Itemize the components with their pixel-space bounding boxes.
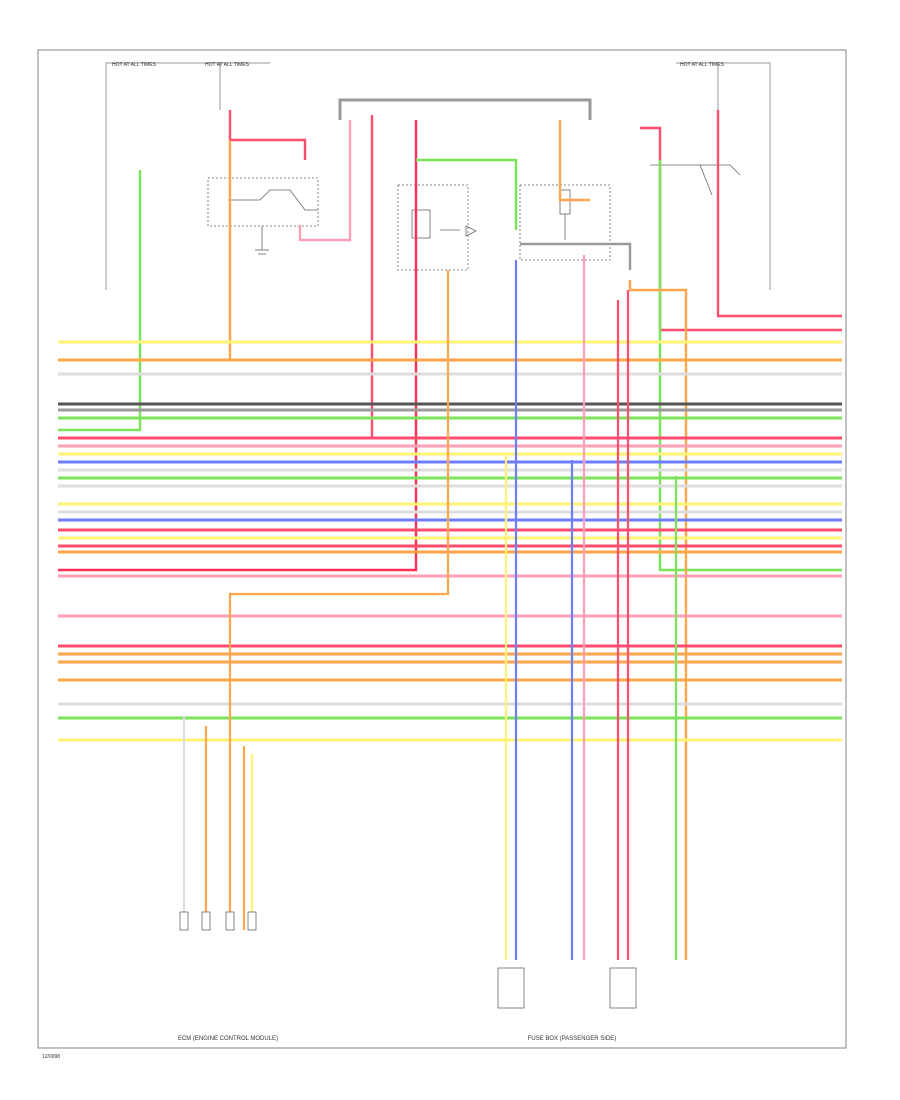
relay-center	[397, 184, 477, 271]
footer-code: 12/0098	[42, 1054, 60, 1060]
relay-left	[207, 177, 319, 255]
relay-right	[519, 164, 741, 261]
power-label-right: HOT AT ALL TIMES	[680, 62, 725, 68]
power-label-left-b: HOT AT ALL TIMES	[205, 62, 250, 68]
bottom-left-component-label: ECM (ENGINE CONTROL MODULE)	[178, 1036, 278, 1042]
horizontal-bus	[58, 340, 842, 742]
bottom-connectors	[179, 911, 637, 1009]
top-feed-wires	[58, 110, 842, 960]
power-label-left-a: HOT AT ALL TIMES	[112, 62, 157, 68]
bottom-center-component-label: FUSE BOX (PASSENGER SIDE)	[528, 1036, 617, 1042]
overhead-link	[338, 98, 592, 120]
diagram-frame	[37, 49, 847, 1049]
power-supply-lines	[105, 62, 771, 290]
drop-wires	[182, 255, 678, 960]
